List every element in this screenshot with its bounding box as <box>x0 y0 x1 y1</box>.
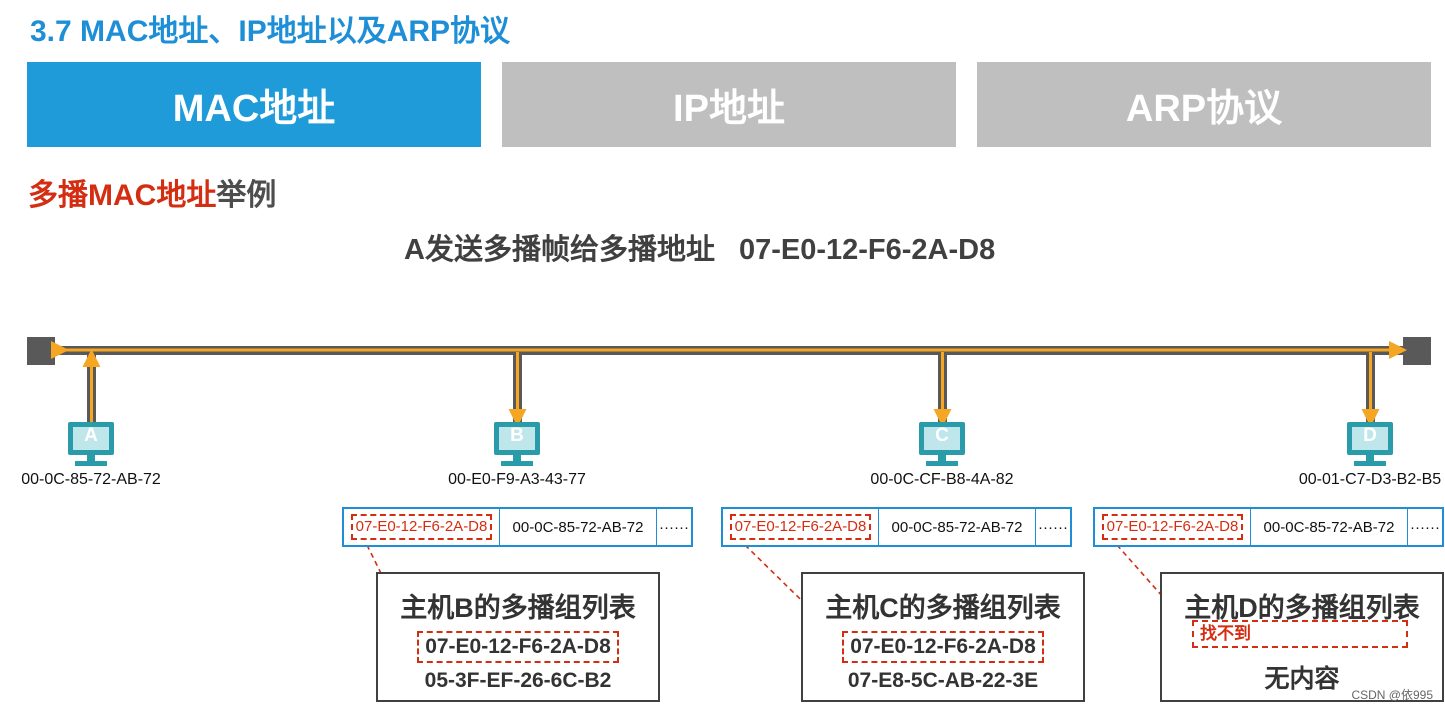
tab-ip-address[interactable]: IP地址 <box>502 62 956 147</box>
caption-text: A发送多播帧给多播地址 <box>404 234 715 266</box>
host-b-mac: 00-E0-F9-A3-43-77 <box>448 471 586 488</box>
group-entry-match: 07-E0-12-F6-2A-D8 <box>842 631 1044 663</box>
group-entry: 05-3F-EF-26-6C-B2 <box>424 669 612 692</box>
host-c-drop <box>933 352 952 427</box>
host-a-letter: A <box>84 425 98 446</box>
match-arrow-d <box>1116 544 1196 634</box>
not-found-label: 找不到 <box>1200 624 1251 643</box>
frame-table-b: 07-E0-12-F6-2A-D8 00-0C-85-72-AB-72 ····… <box>342 507 693 547</box>
watermark: CSDN @依995 <box>1351 688 1433 702</box>
group-list-title: 主机B的多播组列表 <box>400 593 636 623</box>
frame-dest-address: 07-E0-12-F6-2A-D8 <box>729 514 872 540</box>
frame-ellipsis: ······ <box>1410 518 1440 536</box>
group-list-title: 主机C的多播组列表 <box>825 593 1061 623</box>
frame-src-address: 00-0C-85-72-AB-72 <box>879 509 1036 545</box>
frame-dest-cell: 07-E0-12-F6-2A-D8 <box>723 509 879 545</box>
host-d-mac: 00-01-C7-D3-B2-B5 <box>1298 471 1442 488</box>
host-c-letter: C <box>935 425 949 446</box>
not-found-box: 找不到 <box>1192 620 1408 648</box>
frame-table-d: 07-E0-12-F6-2A-D8 00-0C-85-72-AB-72 ····… <box>1093 507 1444 547</box>
subtitle-rest: 举例 <box>216 179 277 212</box>
subtitle-highlight: 多播MAC地址 <box>28 179 217 212</box>
bus-terminator-right <box>1403 337 1431 365</box>
frame-src-address: 00-0C-85-72-AB-72 <box>500 509 657 545</box>
group-list-c: 主机C的多播组列表 07-E0-12-F6-2A-D8 07-E8-5C-AB-… <box>801 572 1085 702</box>
group-list-b: 主机B的多播组列表 07-E0-12-F6-2A-D8 05-3F-EF-26-… <box>376 572 660 702</box>
group-entry-match: 07-E0-12-F6-2A-D8 <box>417 631 619 663</box>
host-b-letter: B <box>510 425 524 446</box>
frame-dest-address: 07-E0-12-F6-2A-D8 <box>1101 514 1244 540</box>
host-d-letter: D <box>1363 425 1377 446</box>
group-list-title: 主机D的多播组列表 <box>1184 593 1420 623</box>
frame-dest-address: 07-E0-12-F6-2A-D8 <box>350 514 493 540</box>
bus-terminator-left <box>27 337 55 365</box>
group-list-d: 主机D的多播组列表 找不到 无内容 <box>1160 572 1444 702</box>
empty-label: 无内容 <box>1264 665 1340 693</box>
host-b-computer-icon <box>494 422 540 466</box>
host-b-drop <box>508 352 527 427</box>
host-d-computer-icon <box>1347 422 1393 466</box>
diagram-caption: A发送多播帧给多播地址 07-E0-12-F6-2A-D8 <box>404 226 995 268</box>
frame-table-c: 07-E0-12-F6-2A-D8 00-0C-85-72-AB-72 ····… <box>721 507 1072 547</box>
frame-dest-cell: 07-E0-12-F6-2A-D8 <box>1095 509 1251 545</box>
host-a-mac: 00-0C-85-72-AB-72 <box>21 471 161 488</box>
frame-dest-cell: 07-E0-12-F6-2A-D8 <box>344 509 500 545</box>
section-subtitle: 多播MAC地址举例 <box>28 170 276 214</box>
host-c-computer-icon <box>919 422 965 466</box>
group-entry: 07-E8-5C-AB-22-3E <box>847 669 1039 692</box>
host-c-mac: 00-0C-CF-B8-4A-82 <box>870 471 1014 488</box>
frame-ellipsis: ······ <box>659 518 689 536</box>
caption-address: 07-E0-12-F6-2A-D8 <box>738 234 996 266</box>
tab-mac-address[interactable]: MAC地址 <box>27 62 481 147</box>
frame-src-address: 00-0C-85-72-AB-72 <box>1251 509 1408 545</box>
host-a-drop <box>82 349 101 425</box>
host-d-drop <box>1361 352 1380 427</box>
host-a-computer-icon <box>68 422 114 466</box>
tab-arp-protocol[interactable]: ARP协议 <box>977 62 1431 147</box>
page-title: 3.7 MAC地址、IP地址以及ARP协议 <box>30 15 511 48</box>
frame-ellipsis: ······ <box>1038 518 1068 536</box>
